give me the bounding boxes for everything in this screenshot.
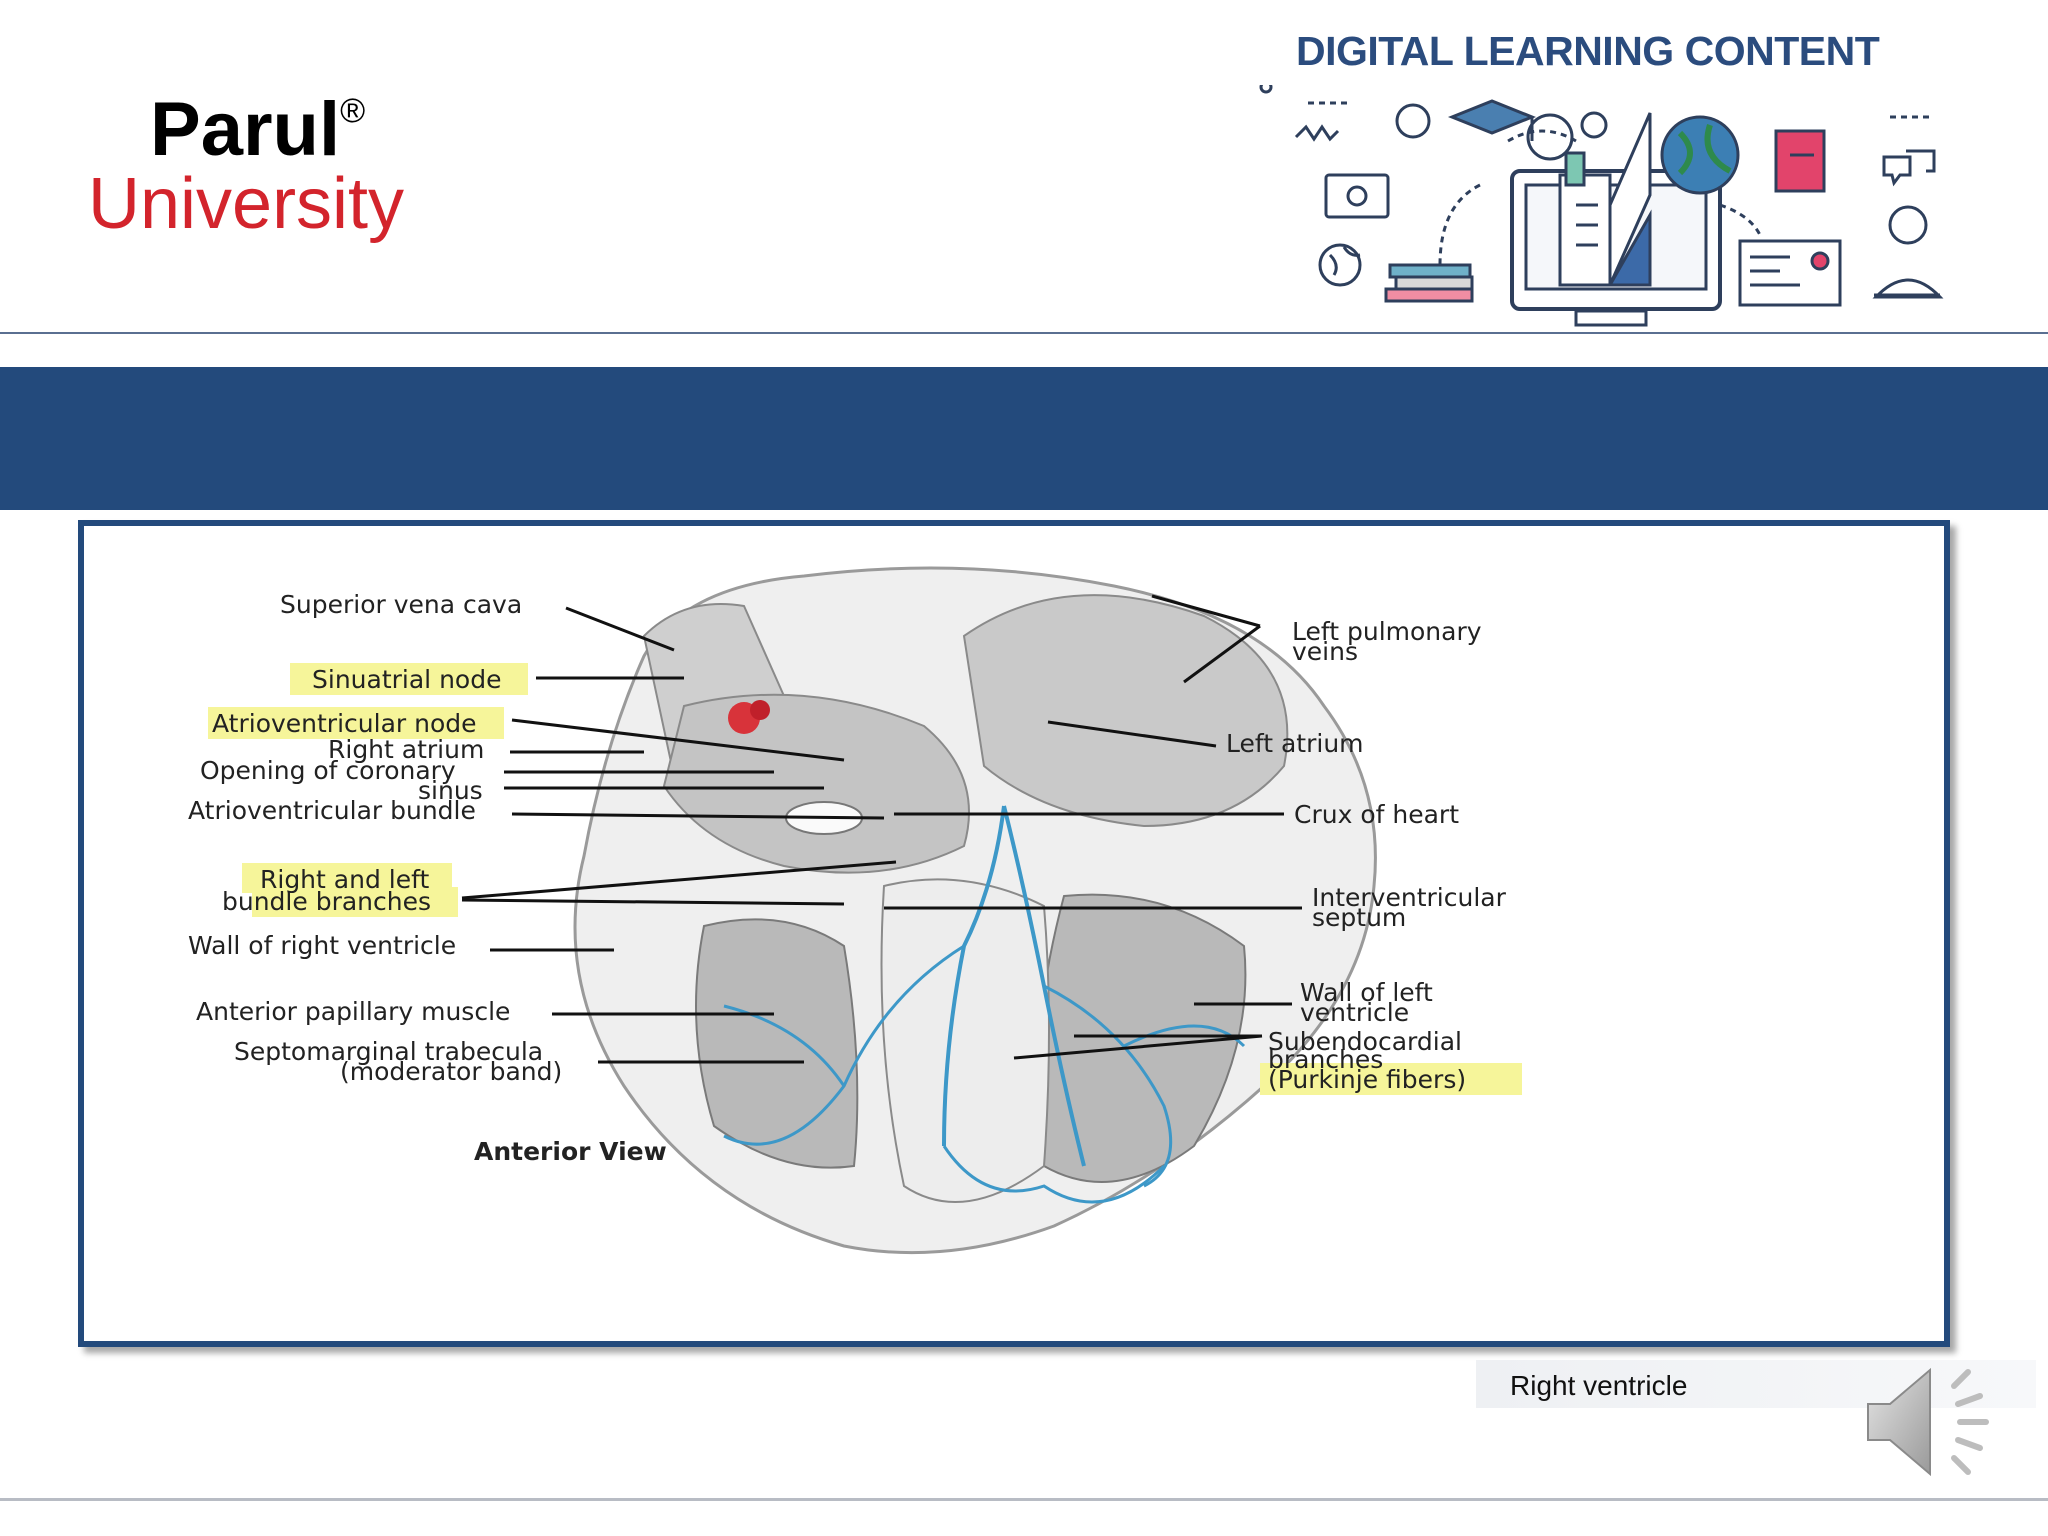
caption-text: Right ventricle: [1510, 1370, 1688, 1401]
label-iv-septum-1: Interventricular: [1312, 883, 1507, 912]
heart-illustration: [573, 566, 1377, 1255]
logo-name: Parul®: [150, 87, 366, 172]
label-subendo-1: Subendocardial: [1268, 1027, 1462, 1056]
label-opening-coronary-2: sinus: [418, 776, 483, 805]
label-septomarginal-2: (moderator band): [340, 1057, 562, 1086]
label-bundle-branches-2: bundle branches: [222, 887, 431, 916]
label-bundle-branches-1: Right and left: [260, 865, 429, 894]
label-av-bundle: Atrioventricular bundle: [188, 796, 476, 825]
logo-subname: University: [88, 164, 405, 244]
label-right-atrium: Right atrium: [328, 735, 484, 764]
label-sinuatrial-node: Sinuatrial node: [312, 665, 501, 694]
banner-title: DIGITAL LEARNING CONTENT: [1296, 28, 1880, 74]
label-wall-right-ventricle: Wall of right ventricle: [188, 931, 456, 960]
header-divider: [0, 332, 2048, 334]
highlight-sinuatrial: [290, 663, 528, 695]
label-superior-vena-cava: Superior vena cava: [280, 590, 522, 619]
speaker-icon[interactable]: [1858, 1356, 1998, 1486]
highlight-av-node: [208, 707, 504, 739]
elearning-illustration: ×: [1259, 85, 1944, 327]
label-wall-left-1: Wall of left: [1300, 978, 1433, 1007]
label-crux: Crux of heart: [1294, 800, 1459, 829]
label-anterior-papillary: Anterior papillary muscle: [196, 997, 510, 1026]
footer-divider: [0, 1498, 2048, 1501]
label-iv-septum-2: septum: [1312, 903, 1406, 932]
label-subendo-3: (Purkinje fibers): [1268, 1065, 1466, 1094]
label-septomarginal-1: Septomarginal trabecula: [234, 1037, 543, 1066]
heart-diagram: Superior vena cava Sinuatrial node Atrio…: [188, 566, 1522, 1255]
label-subendo-2: branches: [1268, 1045, 1383, 1074]
title-band: [0, 367, 2048, 510]
university-logo: Parul® University: [88, 87, 428, 244]
label-av-node: Atrioventricular node: [212, 709, 477, 738]
caption-box: Right ventricle: [1476, 1360, 2036, 1408]
registered-mark: ®: [340, 92, 366, 130]
label-wall-left-2: ventricle: [1300, 998, 1409, 1027]
label-left-pulmonary-2: veins: [1292, 637, 1358, 666]
label-anterior-view: Anterior View: [474, 1137, 667, 1166]
label-opening-coronary-1: Opening of coronary: [200, 756, 456, 785]
label-left-pulmonary-1: Left pulmonary: [1292, 617, 1482, 646]
leader-lines: [461, 594, 1302, 1064]
label-left-atrium: Left atrium: [1226, 729, 1364, 758]
highlight-bundle-2: [252, 887, 458, 917]
heart-conduction-figure: Superior vena cava Sinuatrial node Atrio…: [78, 520, 1950, 1347]
highlight-purkinje: [1260, 1063, 1522, 1095]
